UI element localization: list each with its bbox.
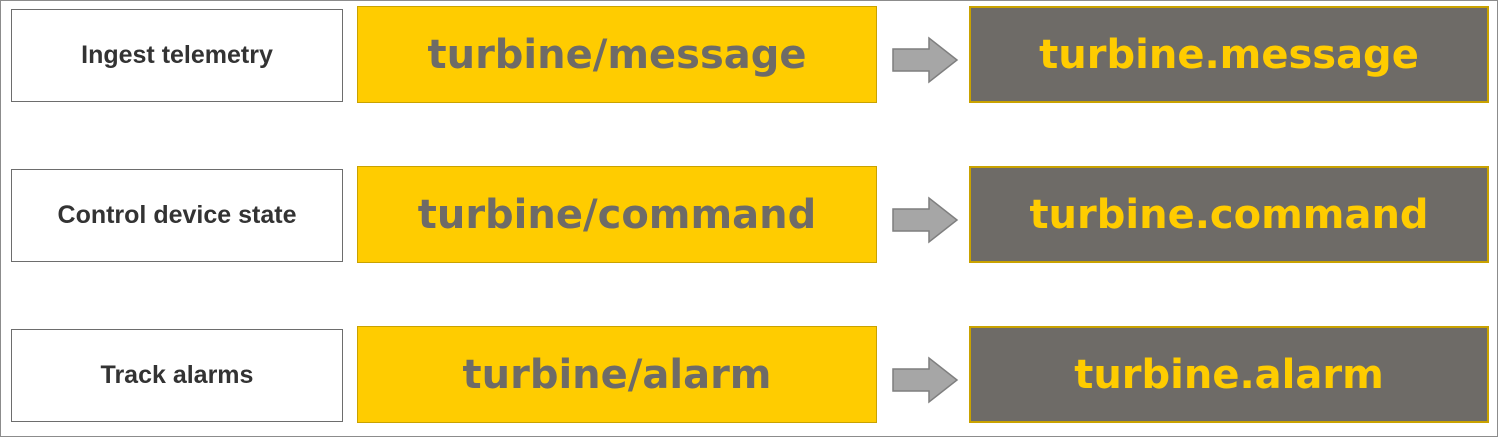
row-3: Track alarms turbine/alarm turbine.alarm bbox=[0, 326, 1498, 426]
mqtt-topic-box: turbine/command bbox=[357, 166, 877, 263]
right-arrow-icon bbox=[892, 196, 959, 244]
right-arrow-icon bbox=[892, 356, 959, 404]
row-1: Ingest telemetry turbine/message turbine… bbox=[0, 6, 1498, 106]
row-label: Control device state bbox=[11, 169, 343, 262]
row-label: Ingest telemetry bbox=[11, 9, 343, 102]
destination-box: turbine.command bbox=[969, 166, 1489, 263]
row-label: Track alarms bbox=[11, 329, 343, 422]
mqtt-topic-box: turbine/message bbox=[357, 6, 877, 103]
row-2: Control device state turbine/command tur… bbox=[0, 166, 1498, 266]
destination-box: turbine.alarm bbox=[969, 326, 1489, 423]
destination-box: turbine.message bbox=[969, 6, 1489, 103]
right-arrow-icon bbox=[892, 36, 959, 84]
mqtt-topic-box: turbine/alarm bbox=[357, 326, 877, 423]
